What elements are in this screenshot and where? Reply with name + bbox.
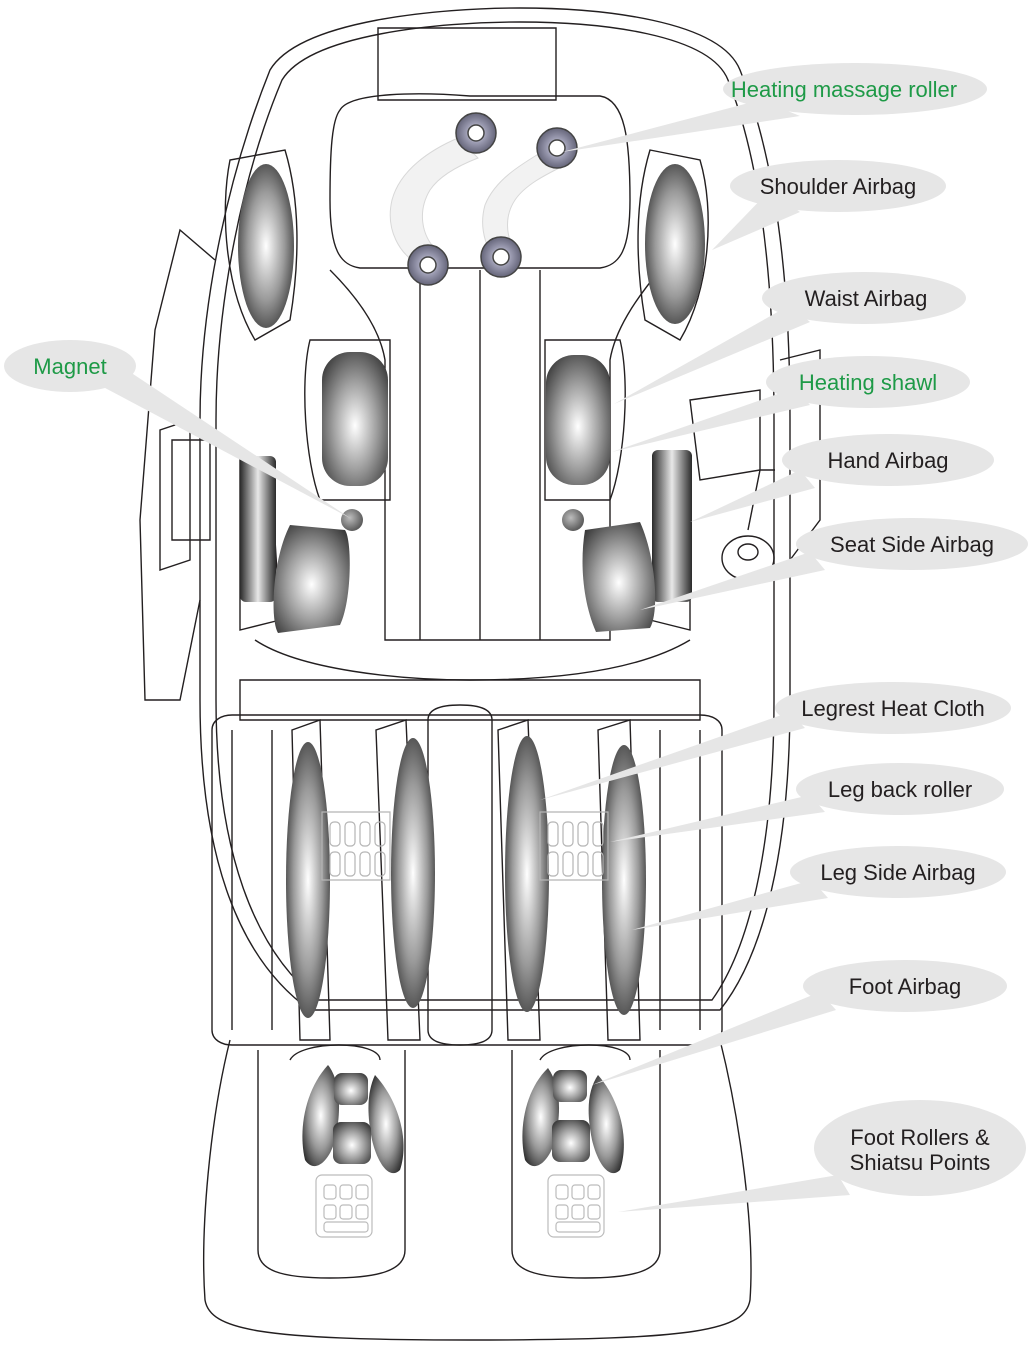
seat-side-airbags (274, 522, 656, 633)
label-heating-shawl: Heating shawl (799, 370, 937, 395)
foot-airbags (302, 1065, 623, 1173)
leg-airbag-3 (505, 736, 549, 1012)
label-leg-back-roller: Leg back roller (828, 777, 972, 802)
hand-airbag-right (652, 450, 692, 602)
label-foot-airbag: Foot Airbag (849, 974, 962, 999)
magnets (341, 509, 584, 531)
callout-pointer-hand (690, 470, 815, 522)
callout-pointer-magnet (90, 372, 350, 518)
label-heating-massage-roller: Heating massage roller (731, 77, 957, 102)
label-waist-airbag: Waist Airbag (805, 286, 928, 311)
callout-pointer-leg-side (632, 880, 828, 930)
magnet-right (562, 509, 584, 531)
label-shoulder-airbag: Shoulder Airbag (760, 174, 917, 199)
leg-roller-right (540, 812, 608, 880)
foot-block-l1 (334, 1073, 368, 1105)
foot-block-r2 (552, 1120, 590, 1162)
leg-roller-left (322, 812, 390, 880)
seat-side-airbag-right (583, 522, 656, 632)
callout-pointer-legrest (540, 712, 805, 800)
leg-back-rollers (322, 812, 608, 880)
foot-airbag-r2 (589, 1075, 624, 1173)
leg-airbag-2 (391, 738, 435, 1008)
foot-block-r1 (553, 1070, 587, 1102)
foot-airbag-l2 (368, 1075, 403, 1173)
label-hand-airbag: Hand Airbag (827, 448, 948, 473)
foot-block-l2 (333, 1122, 371, 1164)
foot-rollers (316, 1175, 604, 1237)
waist-airbag-right (546, 355, 610, 485)
label-legrest-heat-cloth: Legrest Heat Cloth (801, 696, 984, 721)
label-magnet: Magnet (33, 354, 106, 379)
label-foot-rollers-line2: Shiatsu Points (850, 1150, 991, 1175)
label-leg-side-airbag: Leg Side Airbag (820, 860, 975, 885)
seat-side-airbag-left (274, 525, 350, 633)
label-foot-rollers-line1: Foot Rollers & (850, 1125, 990, 1150)
leg-side-airbags (286, 736, 646, 1018)
shoulder-airbag-right (645, 164, 705, 324)
waist-airbag-left (322, 352, 388, 486)
hand-airbag-left (240, 456, 276, 602)
label-seat-side-airbag: Seat Side Airbag (830, 532, 994, 557)
foot-roller-left (316, 1175, 372, 1237)
foot-roller-right (548, 1175, 604, 1237)
callout-pointer-foot-rollers (618, 1175, 850, 1212)
shoulder-airbag-left (238, 164, 294, 328)
magnet-left (341, 509, 363, 531)
waist-airbags (322, 352, 610, 486)
